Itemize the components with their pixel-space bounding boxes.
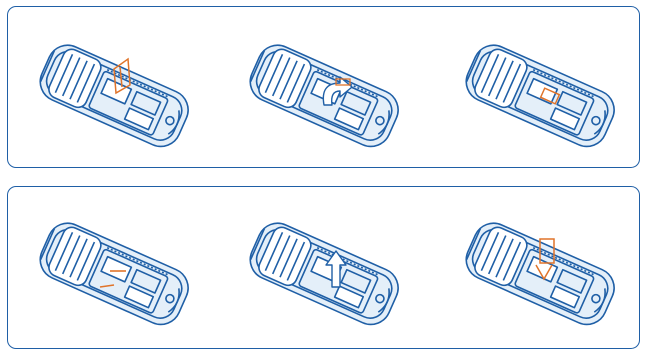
phone-close-sim-cover-icon xyxy=(456,39,626,149)
step-insert-memory-card xyxy=(456,217,626,327)
step-open-sim-cover xyxy=(30,39,200,149)
step-lift-card-holder xyxy=(240,217,410,327)
phone-insert-memory-card-icon xyxy=(456,217,626,327)
phone-open-sim-cover-icon xyxy=(30,39,200,149)
step-close-sim-cover xyxy=(456,39,626,149)
sim-card-steps-panel xyxy=(7,6,640,168)
step-insert-sim xyxy=(240,39,410,149)
phone-lift-card-holder-icon xyxy=(240,217,410,327)
step-slide-card-holder xyxy=(30,217,200,327)
memory-card-steps-panel xyxy=(7,186,640,349)
phone-slide-card-holder-icon xyxy=(30,217,200,327)
phone-insert-sim-icon xyxy=(240,39,410,149)
